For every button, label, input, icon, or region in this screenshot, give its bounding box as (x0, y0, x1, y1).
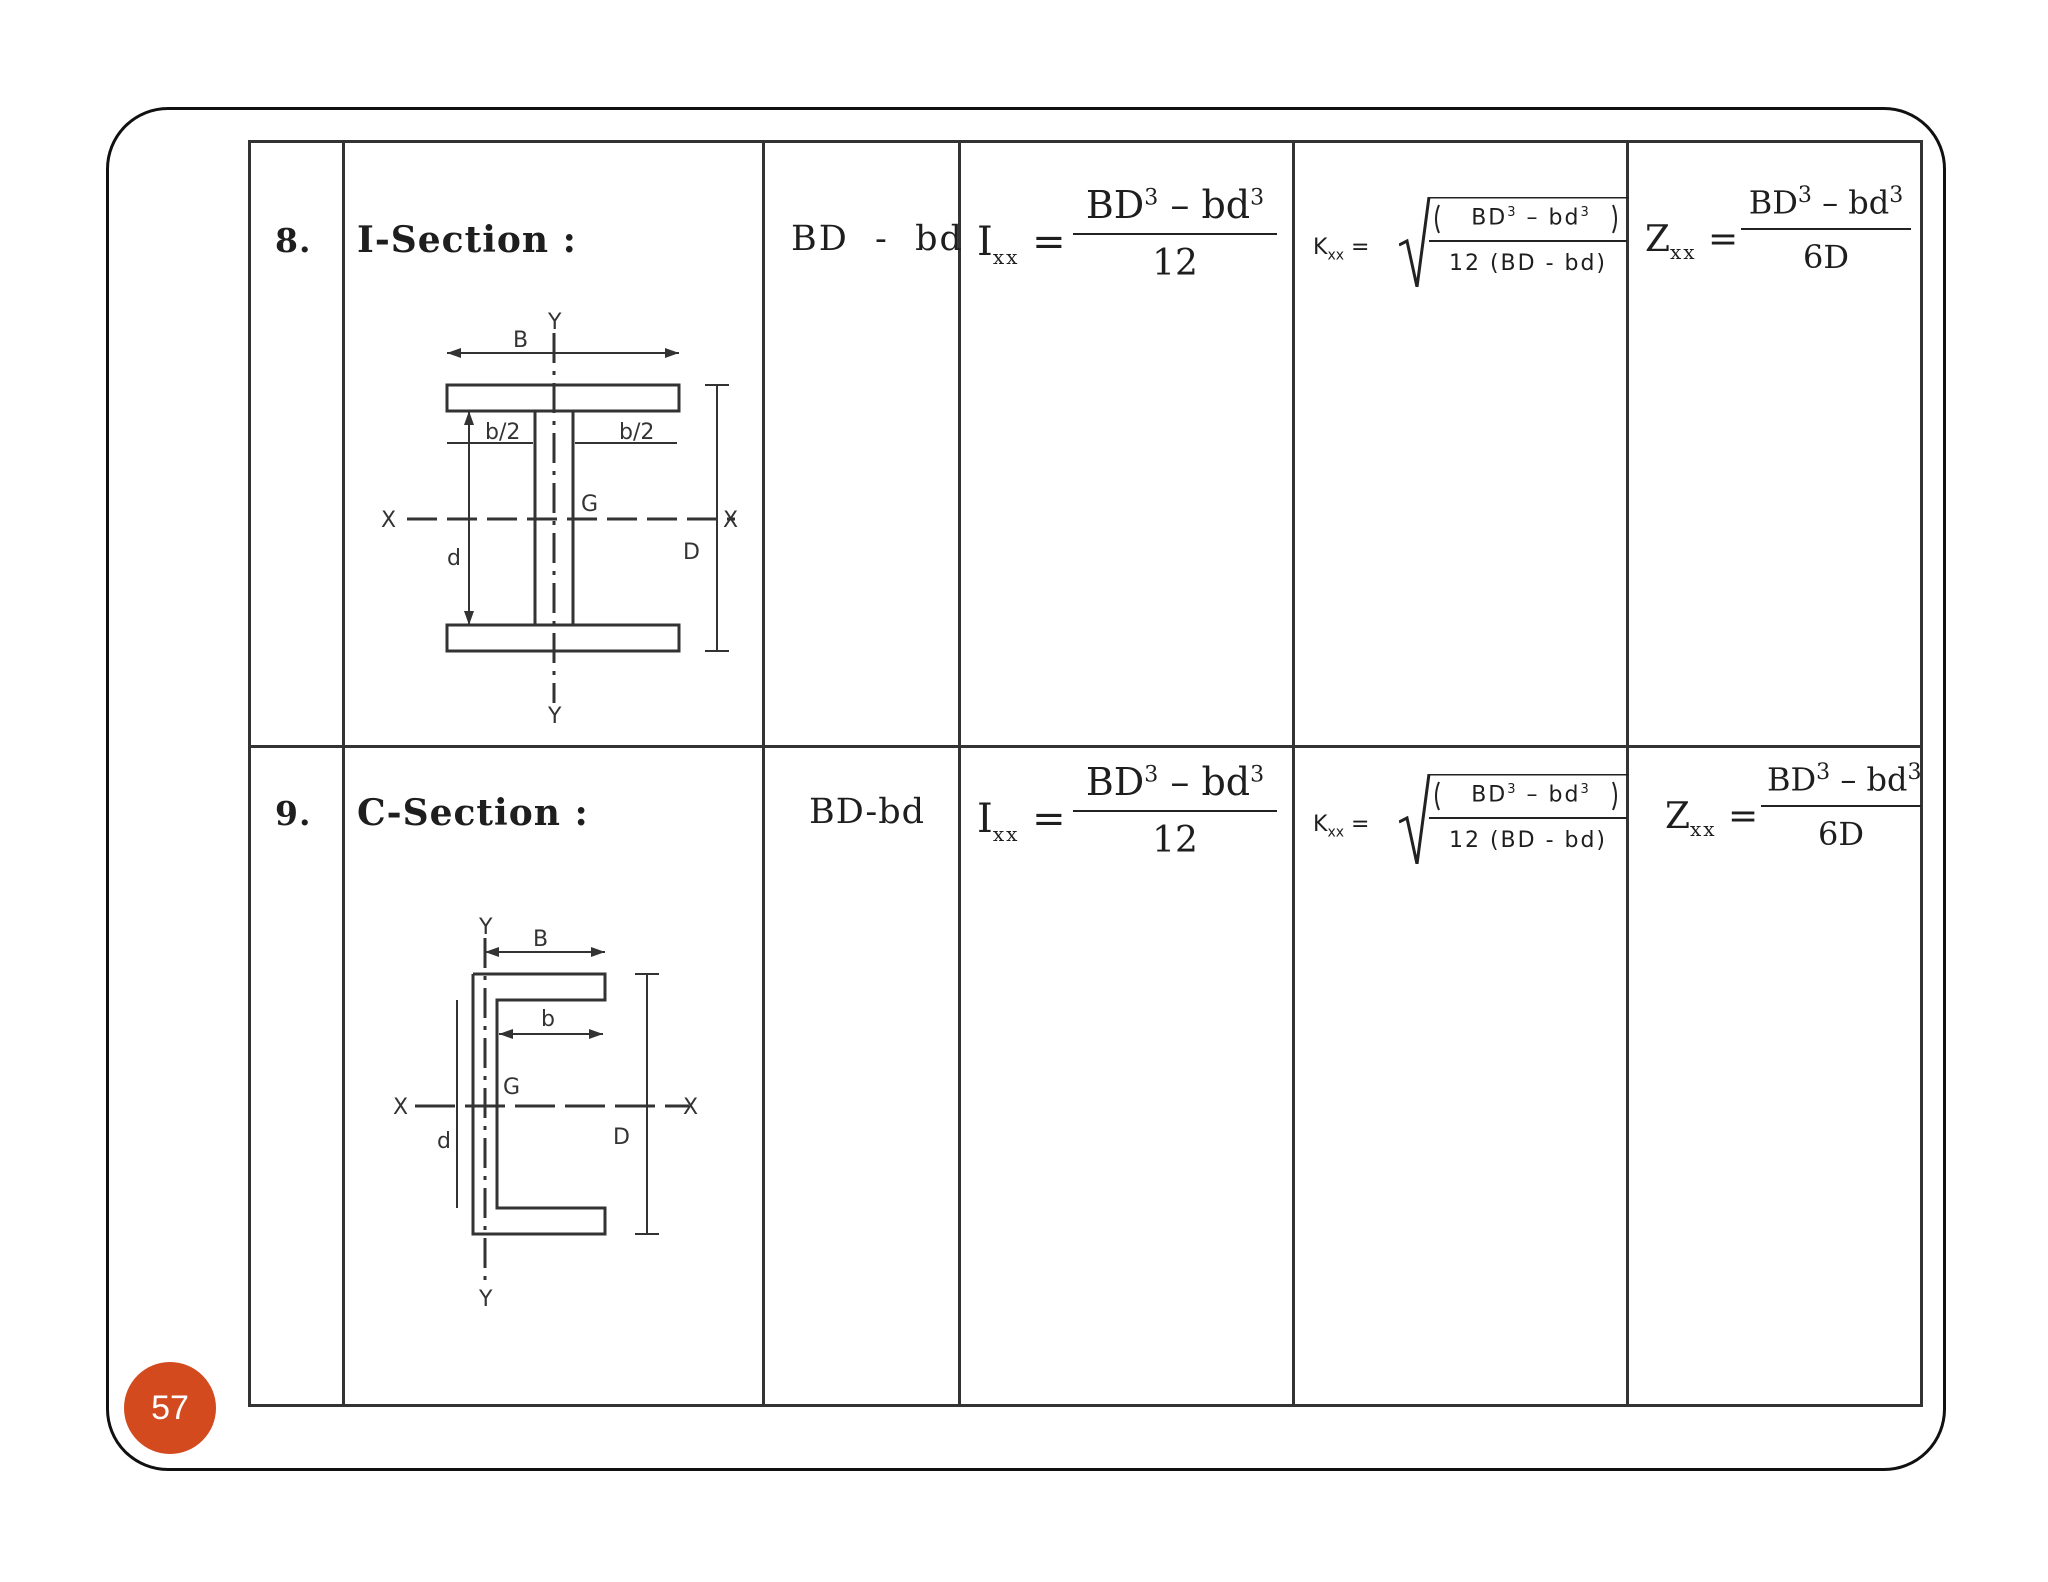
zxx-numerator: BD3 – bd3 (1741, 183, 1911, 230)
cell-section: C-Section : (342, 745, 765, 1407)
cell-number: 9. (248, 745, 345, 1407)
label-d: d (447, 546, 461, 571)
cell-kxx: Kxx = BD3 – bd3 12 (BD - bd) (1292, 140, 1629, 748)
zxx-formula: Zxx = BD3 – bd3 6D (1645, 760, 1921, 870)
ixx-denominator: 12 (1152, 820, 1198, 861)
c-section-diagram: Y Y B b X X G d D (393, 915, 698, 1308)
area-formula: BD - bd (791, 219, 964, 259)
cell-number: 8. (248, 140, 345, 748)
section-title: I-Section : (357, 219, 577, 261)
zxx-symbol: Zxx = (1645, 219, 1739, 265)
kxx-denominator: 12 (BD - bd) (1448, 828, 1608, 853)
ixx-symbol: Ixx = (977, 219, 1066, 269)
cell-area: BD - bd (762, 140, 962, 748)
zxx-symbol: Zxx = (1665, 796, 1759, 842)
kxx-symbol: Kxx = (1313, 235, 1370, 264)
square-root-icon (1399, 197, 1629, 287)
cell-section: I-Section : (342, 140, 765, 748)
ixx-numerator: BD3 – bd3 (1073, 760, 1277, 812)
zxx-denominator: 6D (1802, 237, 1849, 276)
label-b-left: b/2 (485, 420, 520, 445)
section-properties-table: 8. I-Section : (248, 140, 1923, 1407)
label-depth: D (683, 540, 700, 565)
page-number-badge: 57 (124, 1362, 216, 1454)
cell-ixx: Ixx = BD3 – bd3 12 (958, 140, 1295, 748)
cell-zxx: Zxx = BD3 – bd3 6D (1626, 140, 1923, 748)
zxx-numerator: BD3 – bd3 (1761, 760, 1921, 807)
kxx-numerator: BD3 – bd3 (1471, 205, 1591, 231)
label-y-bottom: Y (547, 704, 562, 723)
cell-ixx: Ixx = BD3 – bd3 12 (958, 745, 1295, 1407)
area-formula: BD-bd (809, 792, 926, 832)
label-x-left: X (393, 1095, 408, 1120)
kxx-numerator: BD3 – bd3 (1471, 782, 1591, 808)
label-g: G (503, 1075, 520, 1100)
row-number: 9. (275, 794, 312, 833)
label-b-flange: B (513, 328, 528, 353)
label-y-top: Y (478, 915, 493, 940)
kxx-symbol: Kxx = (1313, 812, 1370, 841)
slide-frame (106, 107, 1946, 1471)
ixx-denominator: 12 (1152, 243, 1198, 284)
table-row-i-section: 8. I-Section : (248, 140, 1923, 748)
label-x-right: X (723, 508, 738, 533)
label-x-right: X (683, 1095, 698, 1120)
ixx-numerator: BD3 – bd3 (1073, 183, 1277, 235)
zxx-denominator: 6D (1817, 814, 1864, 853)
label-y-top: Y (547, 310, 562, 335)
cell-zxx: Zxx = BD3 – bd3 6D (1626, 745, 1923, 1407)
label-g: G (581, 492, 598, 517)
label-depth: D (613, 1125, 630, 1150)
label-b-inner: b (541, 1007, 555, 1032)
row-number: 8. (275, 221, 312, 260)
cell-kxx: Kxx = BD3 – bd3 12 (BD - bd) (1292, 745, 1629, 1407)
square-root-icon (1399, 774, 1629, 864)
label-b-flange: B (533, 927, 548, 952)
zxx-formula: Zxx = BD3 – bd3 6D (1645, 183, 1912, 293)
section-title: C-Section : (357, 792, 589, 834)
cell-area: BD-bd (762, 745, 961, 1407)
kxx-formula: Kxx = BD3 – bd3 12 (BD - bd) (1311, 183, 1629, 293)
i-section-diagram: B Y Y X X G d D b/2 b/2 (381, 310, 738, 723)
label-b-right: b/2 (619, 420, 654, 445)
label-x-left: X (381, 508, 396, 533)
kxx-denominator: 12 (BD - bd) (1448, 251, 1608, 276)
ixx-symbol: Ixx = (977, 796, 1066, 846)
kxx-formula: Kxx = BD3 – bd3 12 (BD - bd) (1311, 760, 1629, 870)
label-y-bottom: Y (478, 1287, 493, 1308)
table-row-c-section: 9. C-Section : (248, 745, 1923, 1407)
scanned-table-image: 8. I-Section : (248, 140, 1923, 1407)
label-d: d (437, 1129, 451, 1154)
ixx-formula: Ixx = BD3 – bd3 12 (977, 183, 1284, 293)
ixx-formula: Ixx = BD3 – bd3 12 (977, 760, 1284, 870)
